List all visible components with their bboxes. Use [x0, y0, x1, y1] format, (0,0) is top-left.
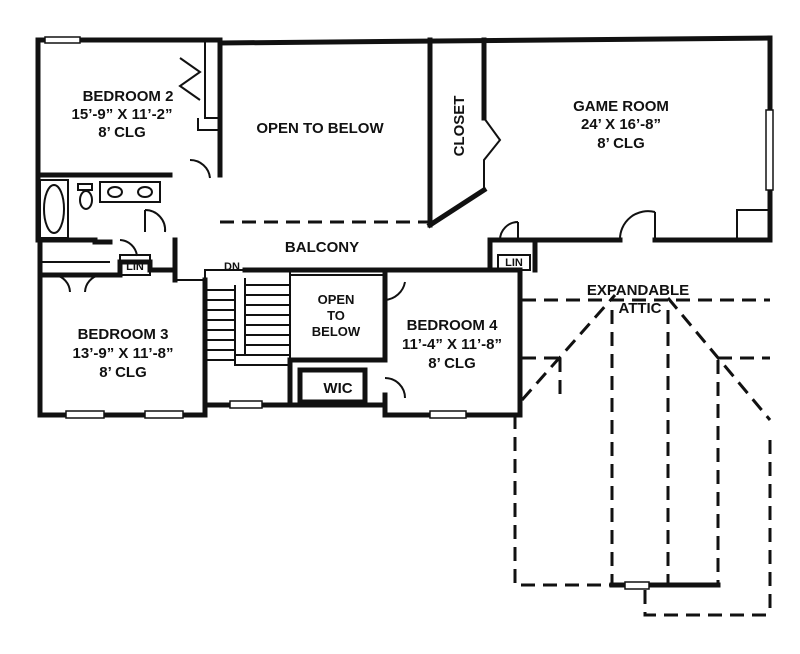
dn-label: DN [224, 261, 240, 273]
bedroom4-name: BEDROOM 4 [407, 317, 499, 334]
wic-label: WIC [323, 380, 352, 397]
bedroom3-name: BEDROOM 3 [78, 326, 169, 343]
bedroom4-ceiling: 8’ CLG [428, 355, 476, 372]
open-to-below-label: OPEN TO BELOW [256, 120, 384, 137]
game-room-size: 24’ X 16’-8” [581, 116, 661, 133]
balcony-label: BALCONY [285, 239, 359, 256]
bedroom2-name: BEDROOM 2 [83, 88, 174, 105]
bedroom4-size: 11’-4” X 11’-8” [402, 336, 502, 353]
interior-walls [35, 37, 771, 408]
dashed-outlines [220, 220, 772, 617]
game-room-name: GAME ROOM [573, 98, 669, 115]
game-room-ceiling: 8’ CLG [597, 135, 645, 152]
closet-label: CLOSET [451, 96, 468, 157]
bedroom2-ceiling: 8’ CLG [98, 124, 146, 141]
open-small-line3: BELOW [312, 324, 361, 339]
lin-right-label: LIN [505, 257, 523, 269]
open-small-line1: OPEN [318, 292, 355, 307]
bedroom2-size: 15’-9” X 11’-2” [72, 106, 173, 123]
stair-treads [205, 278, 291, 366]
bedroom3-ceiling: 8’ CLG [99, 364, 147, 381]
room-labels: BEDROOM 2 15’-9” X 11’-2” 8’ CLG OPEN TO… [72, 88, 690, 397]
attic-line2: ATTIC [618, 300, 661, 317]
windows [44, 36, 774, 590]
lin-left-label: LIN [126, 261, 144, 273]
attic-line1: EXPANDABLE [587, 282, 689, 299]
open-small-line2: TO [327, 308, 345, 323]
bedroom3-size: 13’-9” X 11’-8” [73, 345, 174, 362]
